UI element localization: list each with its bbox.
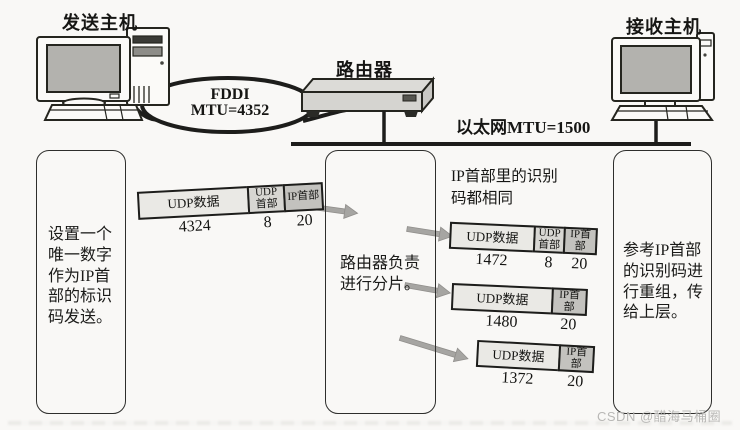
sender-keyboard [43, 104, 144, 121]
arrow-router-to-fragment2 [404, 282, 452, 299]
segment-size: 20 [570, 255, 588, 273]
segment-size: 4324 [178, 217, 212, 236]
segment-size: 20 [560, 315, 577, 334]
router-note-text: 路由器负责 进行分片。 [340, 255, 421, 293]
sender-tower-vents [133, 86, 150, 103]
sender-monitor-button [109, 93, 120, 99]
scan-artifact-strip [8, 421, 732, 425]
receiver-host-label: 接收主机 [626, 17, 702, 37]
fragment1-udp-header: UDP首部 8 [532, 225, 566, 272]
flow-arrows [312, 203, 469, 363]
segment-udp-data: UDP数据 [448, 221, 536, 253]
sender-computer-illustration [36, 27, 170, 121]
sender-tower-button [160, 61, 164, 65]
receiver-tower-button [703, 53, 707, 57]
fragment2-data: UDP数据 1480 [450, 283, 554, 333]
router-illustration [299, 76, 436, 117]
router-label: 路由器 [336, 60, 393, 80]
segment-ip-header: IP首部 [282, 182, 325, 213]
fragment1-data: UDP数据 1472 [448, 221, 536, 272]
sender-note-box: 设置一个 唯一数字 作为IP首 部的标识 码发送。 [36, 150, 126, 414]
sender-tower-drive-slot [132, 35, 163, 44]
router-port [402, 94, 417, 102]
router-foot-left [306, 111, 320, 117]
receiver-screen [620, 45, 692, 94]
segment-size: 1472 [475, 250, 508, 270]
fragment-id-note: IP首部里的识别 码都相同 [451, 168, 558, 207]
router-front-face [301, 91, 423, 112]
segment-udp-data: UDP数据 [450, 283, 554, 315]
fragment2-ip-header: IP首部 20 [550, 287, 588, 335]
packet-fragment3: UDP数据 1372 IP首部 20 [475, 339, 596, 392]
packet-original-udp-header: UDP首部 8 [246, 184, 287, 233]
sender-keyboard-keys [50, 104, 138, 121]
fddi-mtu-label: MTU=4352 [190, 102, 270, 119]
arrow-router-to-fragment3 [398, 335, 469, 363]
segment-size: 1372 [500, 369, 534, 388]
segment-ip-header: IP首部 [557, 344, 596, 374]
ethernet-mtu-label: 以太网MTU=1500 [456, 118, 591, 137]
receiver-keyboard [610, 105, 714, 121]
router-note-box: 路由器负责 进行分片。 [325, 150, 436, 414]
packet-original-data: UDP数据 4324 [136, 186, 251, 239]
sender-tower-bay [132, 46, 163, 57]
packet-original-ip-header: IP首部 20 [282, 182, 325, 231]
segment-size: 20 [566, 372, 584, 391]
segment-udp-data: UDP数据 [136, 186, 251, 220]
receiver-keyboard-keys [616, 105, 708, 121]
receiver-computer-illustration [610, 32, 715, 121]
segment-size: 20 [296, 211, 314, 230]
fragment3-ip-header: IP首部 20 [557, 344, 596, 392]
segment-size: 8 [263, 213, 273, 232]
packet-original: UDP数据 4324 UDP首部 8 IP首部 20 [136, 182, 325, 239]
receiver-note-text: 参考IP首部 的识别码进 行重组，传 给上层。 [623, 242, 704, 322]
receiver-note-box: 参考IP首部 的识别码进 行重组，传 给上层。 [613, 150, 712, 414]
segment-ip-header: IP首部 [550, 287, 588, 316]
router-foot-right [404, 111, 418, 117]
segment-size: 8 [544, 253, 553, 272]
receiver-tower-bay [699, 39, 712, 47]
packet-fragment1: UDP数据 1472 UDP首部 8 IP首部 20 [448, 221, 598, 274]
sender-host-label: 发送主机 [62, 13, 138, 33]
segment-udp-header: UDP首部 [532, 225, 566, 254]
fddi-name-label: FDDI [210, 86, 250, 103]
fragment3-data: UDP数据 1372 [475, 339, 562, 390]
segment-ip-header: IP首部 [562, 226, 598, 256]
segment-udp-data: UDP数据 [475, 339, 562, 372]
arrow-router-to-fragment1 [406, 226, 454, 242]
sender-screen [46, 44, 121, 93]
segment-udp-header: UDP首部 [246, 184, 287, 215]
sender-note-text: 设置一个 唯一数字 作为IP首 部的标识 码发送。 [48, 226, 113, 327]
packet-fragment2: UDP数据 1480 IP首部 20 [450, 283, 588, 335]
watermark-text: CSDN @醋海马桶圈 [597, 409, 722, 424]
segment-size: 1480 [485, 312, 518, 331]
fragment1-ip-header: IP首部 20 [562, 226, 598, 274]
fddi-label: FDDI MTU=4352 [168, 87, 292, 119]
